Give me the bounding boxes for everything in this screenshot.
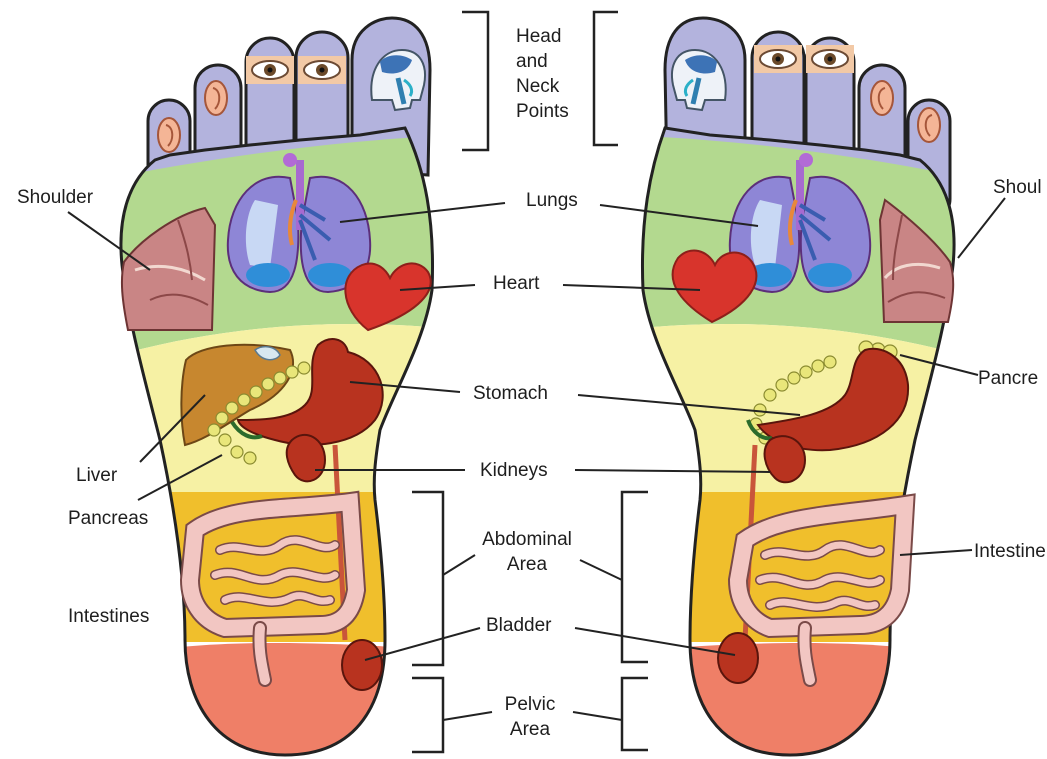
pelvic-bracket-left: [412, 676, 445, 754]
left-pancreas-organ: [207, 361, 311, 465]
right-eye-icon: [754, 45, 802, 73]
pelvic-line-left: [442, 711, 493, 721]
heart-line-right: [562, 284, 701, 291]
head-neck-bracket-right: [592, 10, 618, 147]
pelvic-line-right: [572, 711, 623, 721]
shoulder-line-left: [67, 211, 151, 271]
right-shoulder-organ: [878, 198, 955, 323]
bladder-line-left: [364, 627, 481, 661]
right-bladder-organ: [717, 632, 759, 684]
right-intestines-organ: [727, 493, 916, 687]
liver-line: [139, 394, 206, 463]
pancreas-line-left: [137, 454, 223, 501]
abdominal-bracket-right: [620, 490, 648, 664]
left-ear-icon: [157, 117, 181, 153]
label-shoulder-left: Shoulder: [17, 187, 94, 208]
label-abdominal-area: Abdominal Area: [482, 529, 572, 575]
label-lungs: Lungs: [526, 190, 578, 211]
heart-line-left: [399, 284, 476, 291]
right-ear-icon: [917, 107, 941, 143]
abdominal-line-left: [442, 554, 476, 576]
label-heart: Heart: [493, 273, 540, 294]
right-eye-icon: [806, 45, 854, 73]
lungs-line-left: [339, 202, 506, 223]
stomach-line-right: [577, 394, 801, 416]
right-kidneys-organ: [763, 435, 807, 484]
shoulder-line-right: [957, 197, 1006, 259]
label-kidneys: Kidneys: [480, 460, 548, 481]
label-head-neck-points: Head and Neck Points: [516, 26, 569, 122]
pelvic-bracket-right: [620, 676, 648, 752]
lungs-line-right: [599, 204, 759, 227]
right-head-profile-icon: [671, 48, 727, 112]
left-heart-organ: [344, 262, 432, 332]
label-stomach: Stomach: [473, 383, 548, 404]
label-bladder: Bladder: [486, 615, 552, 636]
left-bladder-organ: [341, 639, 383, 691]
stomach-line-left: [349, 381, 461, 393]
head-neck-bracket-left: [462, 10, 490, 152]
abdominal-bracket-left: [412, 490, 445, 667]
kidneys-line-right: [574, 469, 771, 473]
right-foot: [641, 16, 956, 757]
right-heart-organ: [671, 249, 758, 324]
left-eye-icon: [246, 56, 294, 84]
label-intestines-right: Intestine: [974, 541, 1046, 562]
left-lungs-organ: [226, 153, 372, 294]
label-pancreas-right: Pancre: [978, 368, 1039, 389]
label-liver: Liver: [76, 465, 118, 486]
leader-lines: [67, 197, 1006, 721]
brackets: [412, 10, 648, 754]
bladder-line-right: [574, 627, 736, 656]
label-pancreas-left: Pancreas: [68, 508, 149, 529]
label-shoulder-right: Shoul: [993, 177, 1042, 198]
label-intestines-left: Intestines: [68, 606, 150, 627]
abdominal-line-right: [579, 559, 623, 581]
pancreas-line-right: [899, 354, 979, 376]
left-ear-icon: [204, 80, 228, 116]
right-ear-icon: [870, 80, 894, 116]
left-liver-organ: [180, 343, 295, 447]
left-eye-icon: [298, 56, 346, 84]
label-pelvic-area: Pelvic Area: [504, 694, 556, 740]
left-head-profile-icon: [370, 48, 426, 112]
left-stomach-organ: [236, 338, 384, 446]
intestines-line-right: [899, 549, 973, 556]
left-shoulder-organ: [120, 206, 217, 331]
left-intestines-organ: [179, 490, 367, 687]
